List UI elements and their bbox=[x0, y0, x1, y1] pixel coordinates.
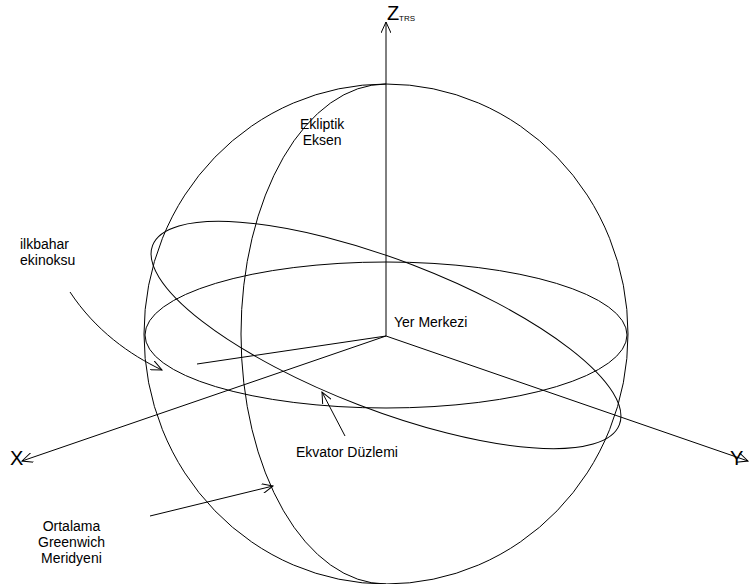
axis-label: Z bbox=[387, 2, 399, 25]
plane-label: Ekvator Düzlemi bbox=[294, 444, 400, 460]
axis-label: Y bbox=[730, 447, 743, 470]
x-axis bbox=[22, 336, 386, 461]
equinox-direction bbox=[197, 336, 386, 364]
meridian-leader bbox=[150, 486, 273, 516]
axis-label: X bbox=[10, 447, 23, 470]
equator-leader bbox=[322, 392, 345, 436]
plane-label: Ekliptik Eksen bbox=[300, 116, 344, 148]
origin-label: Yer Merkezi bbox=[392, 314, 469, 330]
greenwich-meridian bbox=[241, 84, 386, 584]
equinox-leader bbox=[70, 292, 162, 370]
meridian-label: Ortalama Greenwich Meridyeni bbox=[38, 518, 105, 566]
y-axis bbox=[386, 336, 748, 461]
axis-subscript: TRS bbox=[399, 14, 415, 23]
point-label: ilkbahar ekinoksu bbox=[20, 236, 75, 268]
z-axis bbox=[386, 22, 387, 336]
